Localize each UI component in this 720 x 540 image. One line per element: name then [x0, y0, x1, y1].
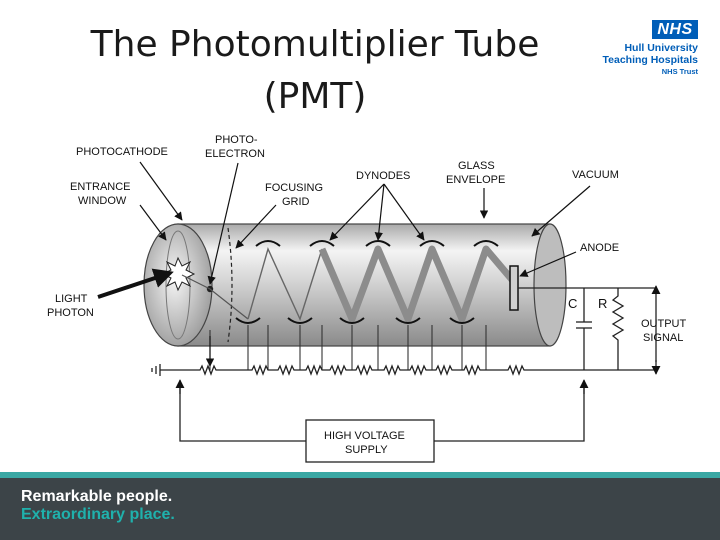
label-photocathode: PHOTOCATHODE: [76, 146, 168, 158]
label-focusing-1: FOCUSING: [265, 182, 323, 194]
label-entrance-1: ENTRANCE: [70, 181, 131, 193]
label-hv-1: HIGH VOLTAGE: [324, 430, 405, 442]
logo-line2: Teaching Hospitals: [602, 54, 699, 66]
light-photon-arrow: [97, 268, 174, 299]
label-glass-2: ENVELOPE: [446, 174, 505, 186]
slide-title-line1: The Photomultiplier Tube: [90, 24, 540, 65]
label-vacuum: VACUUM: [572, 169, 619, 181]
pmt-diagram: PHOTOCATHODE PHOTO- ELECTRON ENTRANCE WI…: [47, 134, 687, 463]
label-capacitor: C: [568, 296, 577, 311]
resistor-divider-chain: [160, 364, 656, 376]
dynodes-top: [255, 240, 499, 247]
label-light: LIGHT: [55, 293, 88, 305]
nhs-badge: NHS: [652, 20, 698, 39]
label-focusing-2: GRID: [282, 196, 310, 208]
label-output-1: OUTPUT: [641, 318, 687, 330]
footer-bar: [0, 472, 720, 540]
nhs-trust-logo: NHS Hull University Teaching Hospitals N…: [592, 18, 704, 98]
logo-line1: Hull University: [624, 42, 698, 54]
label-hv-2: SUPPLY: [345, 444, 388, 456]
label-photoelectron-2: ELECTRON: [205, 148, 265, 160]
focusing-grid: [227, 227, 233, 343]
label-entrance-2: WINDOW: [78, 195, 127, 207]
footer-tagline-2: Extraordinary place.: [21, 506, 175, 523]
label-resistor: R: [598, 296, 607, 311]
footer-accent-stripe: [0, 472, 720, 478]
slide-title-line2: (PMT): [263, 76, 367, 117]
logo-line3: NHS Trust: [661, 67, 698, 76]
label-photon: PHOTON: [47, 307, 94, 319]
ground-icon: [151, 364, 161, 376]
glass-tube: [143, 223, 567, 347]
anode-plate: [509, 265, 519, 311]
output-circuit: [518, 287, 657, 370]
dynodes-bottom: [235, 317, 475, 324]
electron-cascade: [318, 245, 517, 323]
label-anode: ANODE: [580, 242, 619, 254]
label-dynodes: DYNODES: [356, 170, 410, 182]
label-output-2: SIGNAL: [643, 332, 683, 344]
label-photoelectron-1: PHOTO-: [215, 134, 258, 146]
footer-tagline-1: Remarkable people.: [21, 488, 173, 505]
label-glass-1: GLASS: [458, 160, 495, 172]
